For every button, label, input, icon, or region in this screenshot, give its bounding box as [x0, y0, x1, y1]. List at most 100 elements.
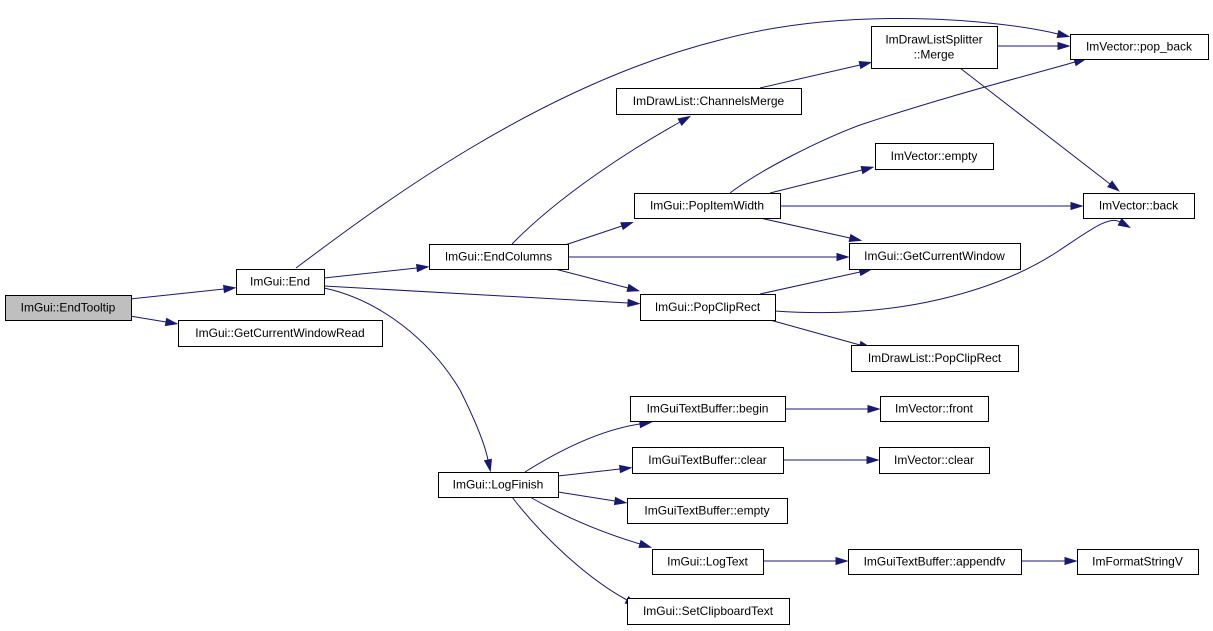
- node-box: [178, 320, 383, 347]
- node-label: ImGui::LogText: [667, 555, 748, 569]
- node-channelsmerge[interactable]: ImDrawList::ChannelsMerge: [616, 88, 802, 115]
- edge-popitemwidth-to-pop_back: [729, 58, 1088, 194]
- node-box: [438, 472, 559, 498]
- edge-logtext-to-appendfv: [763, 556, 849, 566]
- edge-end-to-endcolumns: [323, 263, 430, 279]
- edge-line: [129, 288, 225, 300]
- node-formatstringv[interactable]: ImFormatStringV: [1077, 549, 1199, 575]
- node-label: ImGui::EndColumns: [445, 250, 552, 264]
- node-end[interactable]: ImGui::End: [236, 269, 325, 295]
- edge-tb_clear-to-vec_clear: [783, 455, 880, 465]
- arrowhead: [1107, 180, 1121, 192]
- node-merge[interactable]: ImDrawListSplitter::Merge: [871, 26, 998, 69]
- node-label: ::Merge: [914, 48, 955, 62]
- node-appendfv[interactable]: ImGuiTextBuffer::appendfv: [848, 549, 1022, 575]
- arrowhead: [1057, 41, 1071, 51]
- edge-tb_begin-to-front: [785, 404, 881, 414]
- node-box: [879, 447, 990, 474]
- node-tb_begin[interactable]: ImGuiTextBuffer::begin: [630, 396, 786, 422]
- edge-logfinish-to-tb_clear: [557, 464, 633, 477]
- node-box: [630, 396, 786, 422]
- edge-merge-to-pop_back: [997, 41, 1071, 51]
- node-box: [236, 269, 325, 295]
- node-endtooltip[interactable]: ImGui::EndTooltip: [5, 295, 132, 321]
- node-label: ImVector::clear: [894, 453, 974, 467]
- edge-line: [323, 287, 489, 461]
- arrowhead: [483, 458, 492, 473]
- arrowhead: [1117, 218, 1132, 229]
- edge-end-to-logfinish: [323, 287, 492, 473]
- node-label: ImDrawList::ChannelsMerge: [633, 94, 785, 108]
- edge-endtooltip-to-getcurrentwindowread: [129, 315, 179, 327]
- node-box: [851, 345, 1019, 372]
- node-box: [875, 143, 994, 170]
- node-vec_empty[interactable]: ImVector::empty: [875, 143, 994, 170]
- edge-popitemwidth-to-back: [780, 201, 1084, 211]
- edge-line: [554, 268, 629, 289]
- edge-popitemwidth-to-getcurrentwindow: [759, 217, 863, 242]
- arrowhead: [619, 464, 633, 474]
- node-label: ImGui::GetCurrentWindow: [864, 249, 1005, 263]
- node-front[interactable]: ImVector::front: [880, 396, 989, 422]
- node-popitemwidth[interactable]: ImGui::PopItemWidth: [634, 193, 781, 219]
- arrowhead: [836, 252, 850, 262]
- edge-line: [129, 315, 167, 323]
- node-vec_clear[interactable]: ImVector::clear: [879, 447, 990, 474]
- node-getcurrentwindow[interactable]: ImGui::GetCurrentWindow: [849, 243, 1021, 270]
- edge-line: [295, 17, 1059, 269]
- node-popcliprect_dl[interactable]: ImDrawList::PopClipRect: [851, 345, 1019, 372]
- node-label: ImGuiTextBuffer::clear: [648, 453, 767, 467]
- node-box: [1083, 193, 1195, 219]
- arrowhead: [638, 539, 653, 548]
- node-box: [849, 243, 1021, 270]
- node-pop_back[interactable]: ImVector::pop_back: [1070, 34, 1209, 60]
- node-tb_empty[interactable]: ImGuiTextBuffer::empty: [627, 498, 788, 524]
- edge-line: [529, 496, 641, 545]
- node-label: ImVector::empty: [891, 149, 978, 163]
- node-label: ImGui::SetClipboardText: [643, 604, 774, 618]
- edge-popcliprect_g-to-getcurrentwindow: [759, 268, 873, 295]
- node-back[interactable]: ImVector::back: [1083, 193, 1195, 219]
- edge-endcolumns-to-popitemwidth: [564, 221, 634, 246]
- edge-line: [511, 121, 681, 245]
- edge-popcliprect_g-to-back: [774, 218, 1132, 314]
- node-endcolumns[interactable]: ImGui::EndColumns: [429, 244, 569, 270]
- node-label: ImGui::EndTooltip: [21, 301, 116, 315]
- node-logtext[interactable]: ImGui::LogText: [652, 549, 764, 575]
- node-label: ImDrawListSplitter: [885, 33, 982, 47]
- arrowhead: [164, 317, 179, 327]
- node-setclipboard[interactable]: ImGui::SetClipboardText: [627, 598, 790, 625]
- edge-line: [557, 491, 616, 502]
- edge-popitemwidth-to-vec_empty: [769, 166, 875, 194]
- arrowhead: [416, 263, 430, 273]
- node-tb_clear[interactable]: ImGuiTextBuffer::clear: [632, 447, 784, 474]
- arrowhead: [626, 283, 641, 292]
- edge-endtooltip-to-end: [129, 284, 237, 300]
- node-box: [634, 193, 781, 219]
- arrowhead: [223, 284, 237, 294]
- edge-endcolumns-to-getcurrentwindow: [568, 252, 850, 262]
- edge-end-to-pop_back: [295, 17, 1071, 269]
- arrowhead: [1064, 556, 1078, 566]
- node-box: [848, 549, 1022, 575]
- node-box: [632, 447, 784, 474]
- arrowhead: [613, 496, 628, 506]
- node-label: ImVector::front: [895, 402, 974, 416]
- node-box: [627, 598, 790, 625]
- arrowhead: [835, 556, 849, 566]
- edge-line: [759, 217, 851, 239]
- node-label: ImGuiTextBuffer::empty: [644, 504, 769, 518]
- node-box: [640, 294, 776, 321]
- node-label: ImVector::back: [1099, 199, 1179, 213]
- arrowhead: [677, 115, 692, 126]
- arrowhead: [866, 455, 880, 465]
- edge-line: [729, 61, 1076, 194]
- node-label: ImGuiTextBuffer::begin: [647, 402, 769, 416]
- edge-logfinish-to-tb_empty: [557, 491, 628, 506]
- node-box: [652, 549, 764, 575]
- edges-layer: [129, 17, 1132, 607]
- node-getcurrentwindowread[interactable]: ImGui::GetCurrentWindowRead: [178, 320, 383, 347]
- node-box: [429, 244, 569, 270]
- node-popcliprect_g[interactable]: ImGui::PopClipRect: [640, 294, 776, 321]
- node-logfinish[interactable]: ImGui::LogFinish: [438, 472, 559, 498]
